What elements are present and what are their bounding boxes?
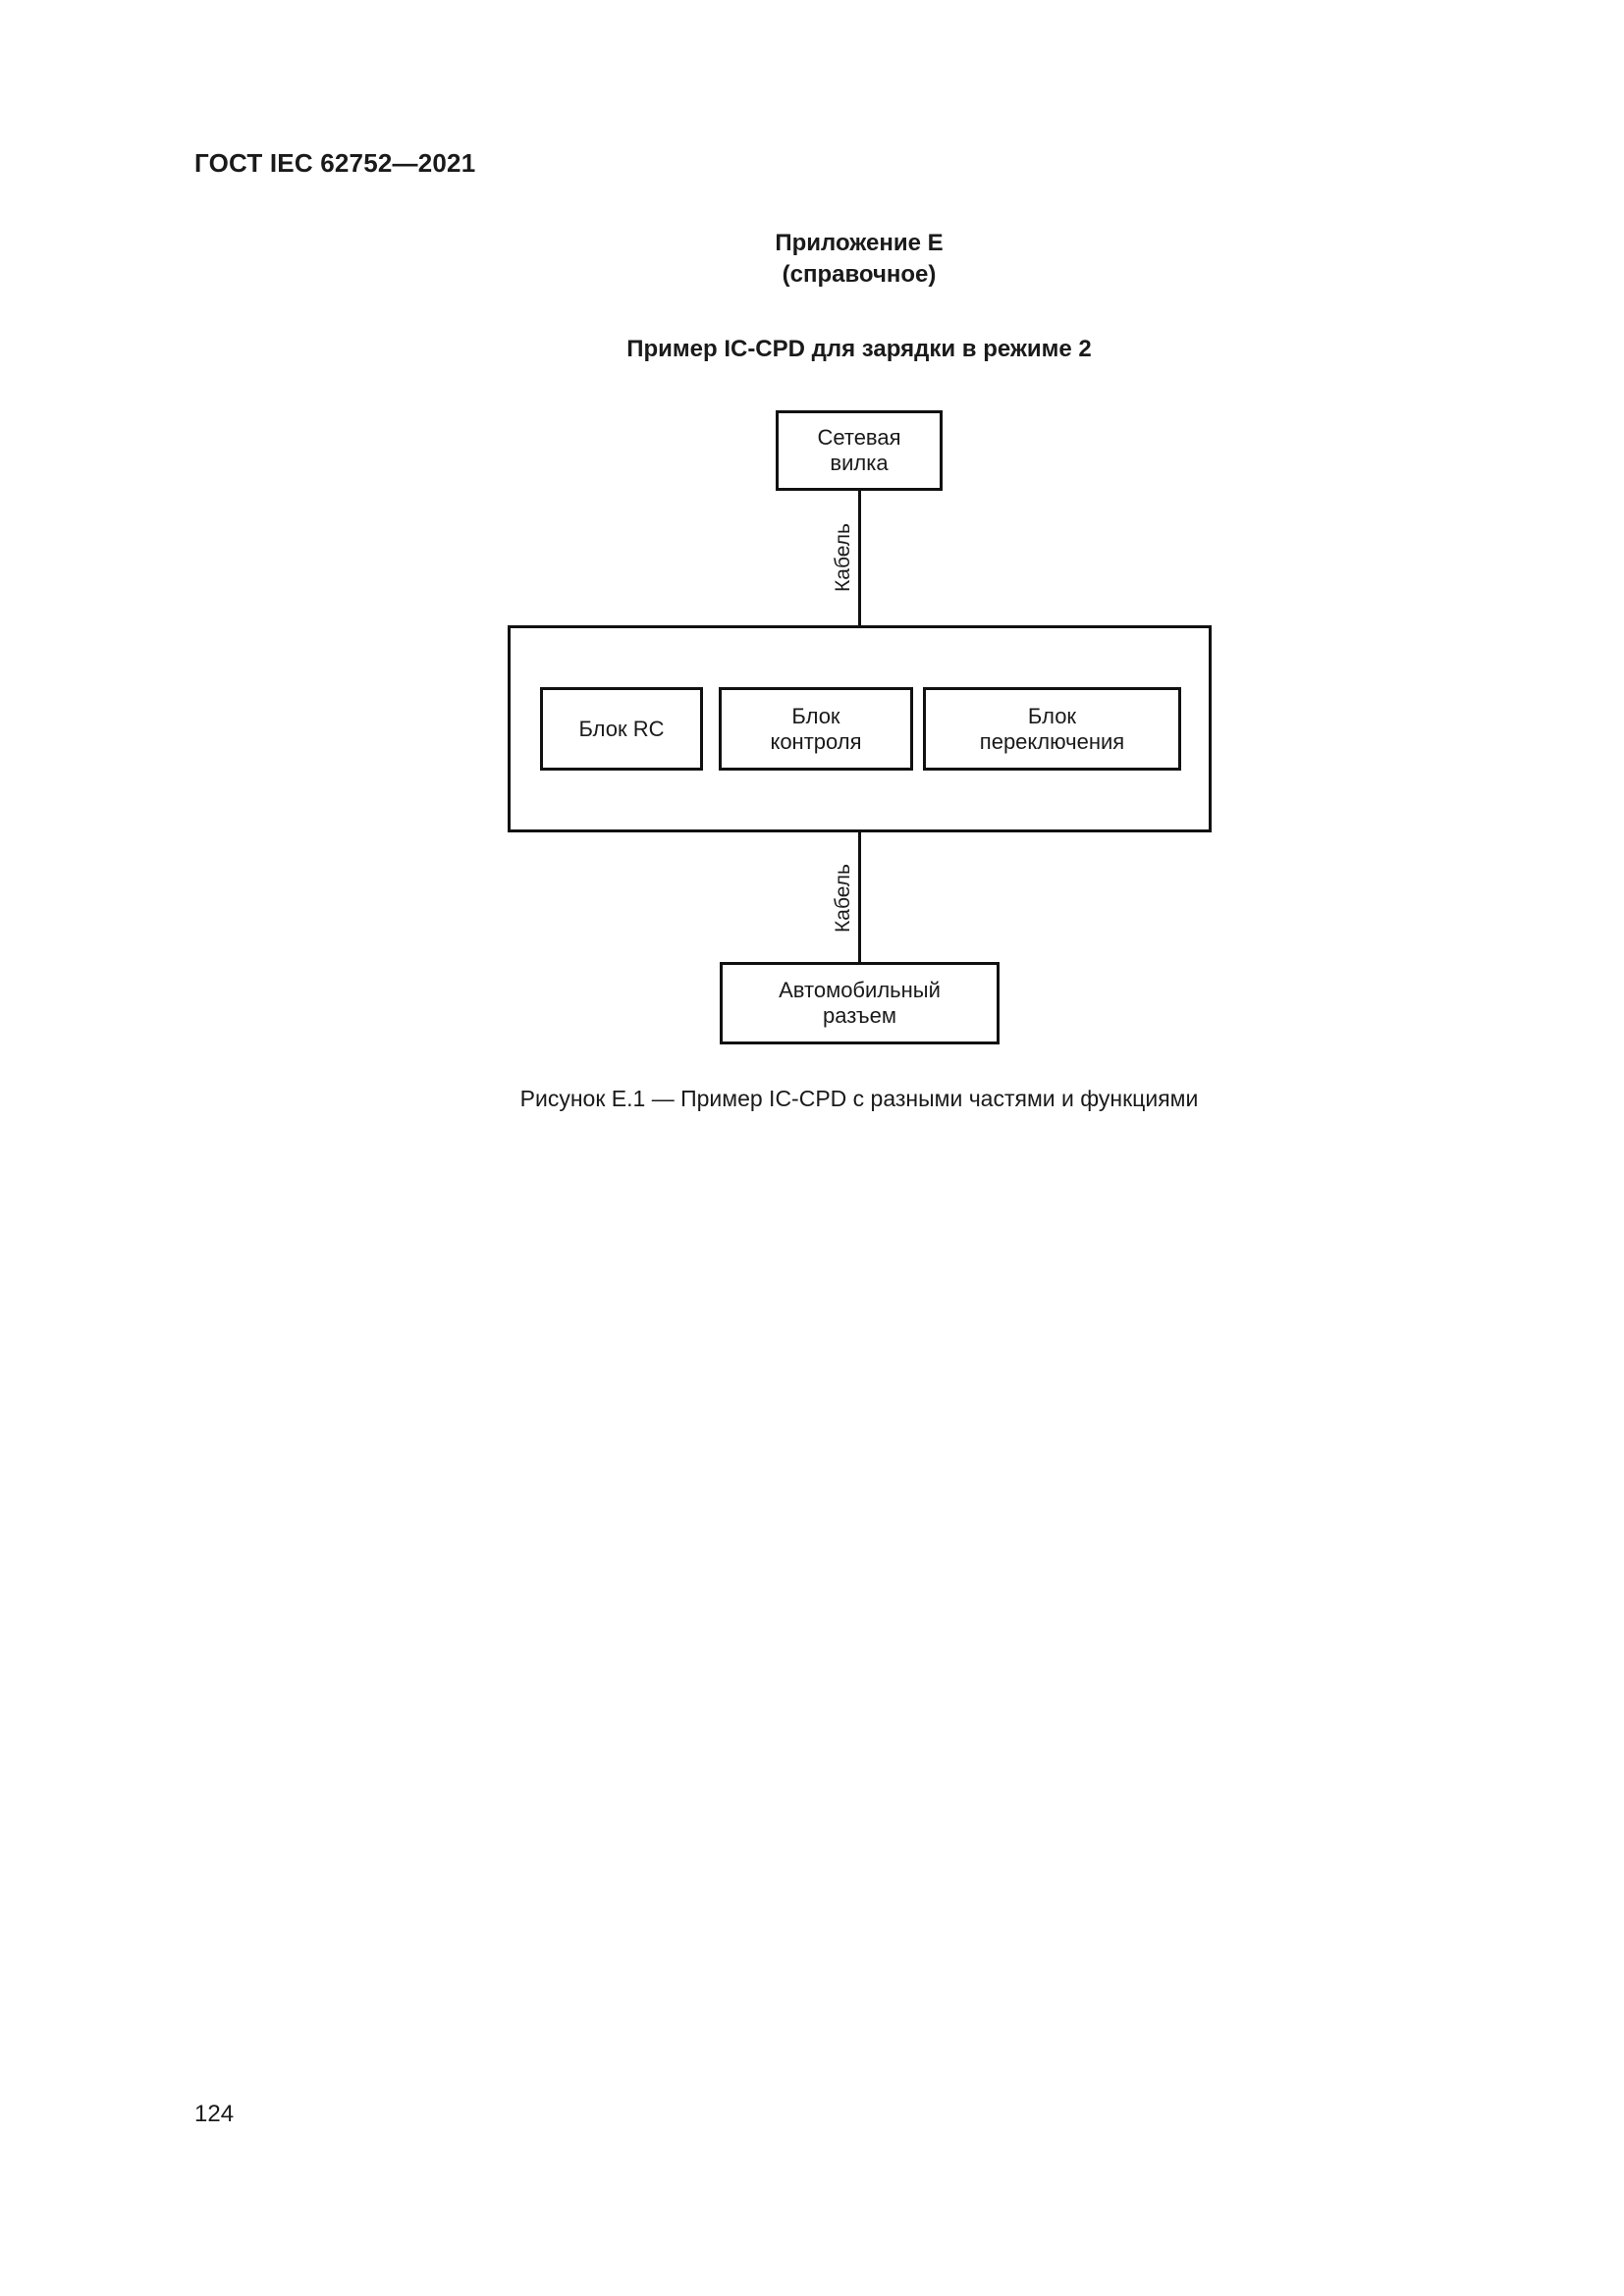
page-number: 124 [194, 2101, 235, 2127]
figure-caption: Рисунок Е.1 — Пример IC-CPD с разными ча… [0, 1086, 1624, 1112]
annex-label: Приложение Е [775, 230, 944, 256]
vehicle-connector-box: Автомобильный разъем [720, 962, 1000, 1044]
mains-plug-box: Сетевая вилка [776, 410, 943, 491]
standard-code: ГОСТ IEC 62752—2021 [194, 148, 476, 178]
annex-title: Пример IC-CPD для зарядки в режиме 2 [0, 336, 1624, 363]
annex-title-text: Пример IC-CPD для зарядки в режиме 2 [626, 336, 1092, 362]
annex-status: (справочное) [782, 261, 937, 288]
bottom-cable-label: Кабель [832, 864, 854, 933]
control-block: Блок контроля [719, 687, 913, 771]
figure-caption-text: Рисунок Е.1 — Пример IC-CPD с разными ча… [519, 1086, 1199, 1111]
rc-block: Блок RC [540, 687, 703, 771]
top-cable-label: Кабель [832, 523, 854, 592]
annex-heading: Приложение Е (справочное) [0, 228, 1624, 291]
bottom-cable-line [858, 832, 861, 963]
top-cable-line [858, 491, 861, 627]
switching-block: Блок переключения [923, 687, 1181, 771]
